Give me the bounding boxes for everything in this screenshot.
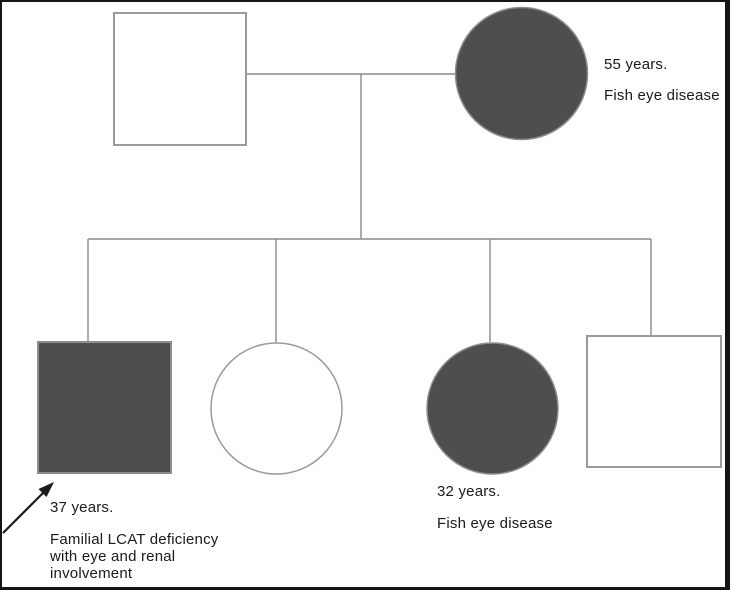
frame-border-bottom — [0, 587, 730, 590]
frame-border-left — [0, 0, 2, 590]
mother-age-label: 55 years. — [604, 56, 668, 73]
proband-age-label: 37 years. — [50, 499, 114, 516]
proband-arrow-shaft — [2, 490, 46, 534]
mother-condition-label: Fish eye disease — [604, 87, 720, 104]
proband-condition-label: Familial LCAT deficiency with eye and re… — [50, 531, 219, 582]
individual-sibling4-shape — [586, 335, 722, 468]
sibling3-age-label: 32 years. — [437, 483, 501, 500]
individual-mother-shape — [454, 6, 589, 141]
proband-arrow-icon — [38, 482, 54, 497]
individual-father-shape — [113, 12, 247, 146]
individual-proband-shape — [37, 341, 172, 474]
individual-sibling3-shape — [426, 342, 559, 475]
frame-border-top — [0, 0, 730, 2]
sibling3-condition-label: Fish eye disease — [437, 515, 553, 532]
frame-border-right — [725, 0, 730, 590]
individual-sibling2-shape — [210, 342, 343, 475]
